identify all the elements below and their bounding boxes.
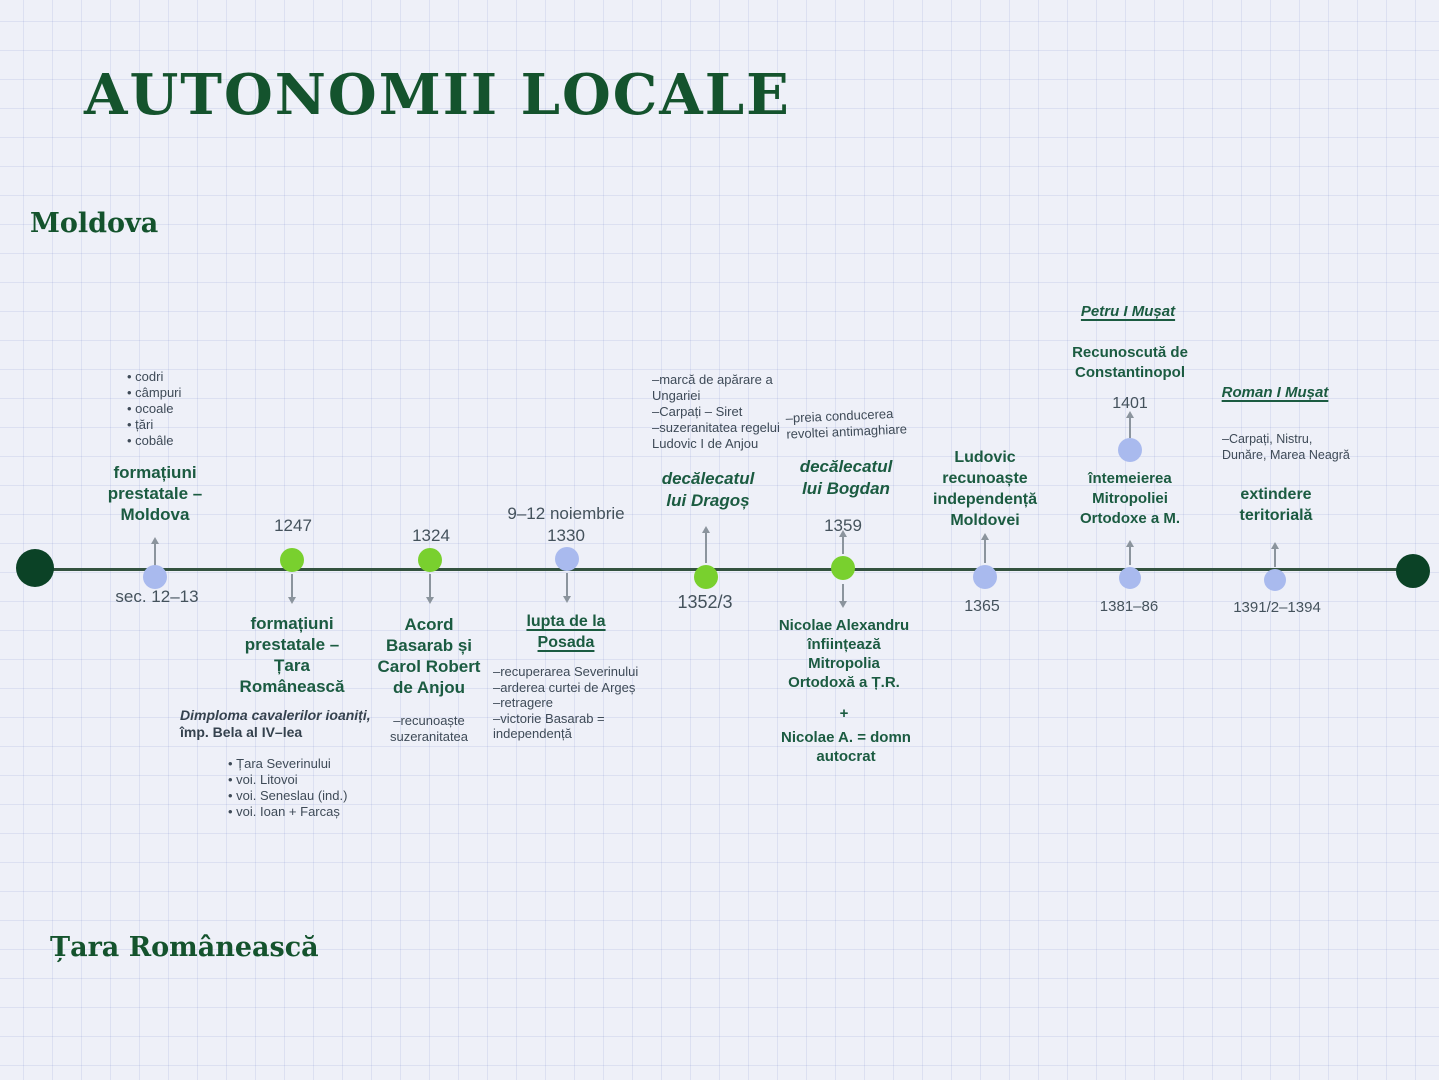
- event-dot: [143, 565, 167, 589]
- event-label: întemeierea Mitropoliei Ortodoxe a M.: [1079, 470, 1181, 527]
- event-label: lupta de la Posada: [526, 613, 606, 651]
- event-dot: [831, 556, 855, 580]
- event-dot: [418, 548, 442, 572]
- event-notes: –recunoaște suzeranitatea: [389, 713, 469, 744]
- plus-sign: +: [839, 705, 849, 722]
- event-label: decălecatul lui Bogdan: [799, 457, 893, 498]
- arrow-down-icon: [842, 584, 844, 602]
- arrow-down-icon: [291, 574, 293, 598]
- ruler-name: Petru I Mușat: [1080, 303, 1176, 320]
- event-label: Acord Basarab și Carol Robert de Anjou: [377, 615, 481, 697]
- timeline-start-dot: [16, 549, 54, 587]
- event-date: 1359: [824, 516, 862, 535]
- event-date: 1365: [964, 598, 1000, 615]
- ruler-name: Roman I Mușat: [1221, 384, 1329, 401]
- event-recognition: Recunoscută de Constantinopol: [1072, 344, 1188, 381]
- arrow-up-icon: [1274, 548, 1276, 567]
- event-label: Ludovic recunoaște independență Moldovei: [932, 449, 1038, 529]
- timeline-end-dot: [1396, 554, 1430, 588]
- arrow-up-icon: [705, 532, 707, 563]
- event-notes: –marcă de apărare a Ungariei –Carpați – …: [652, 372, 780, 451]
- event-date: 1324: [412, 526, 450, 545]
- event-notes: –preia conducerea revoltei antimaghiare: [785, 405, 908, 442]
- arrow-down-icon: [566, 573, 568, 597]
- arrow-up-icon: [154, 543, 156, 568]
- arrow-up-icon: [984, 539, 986, 563]
- arrow-down-icon: [429, 574, 431, 598]
- arrow-up-icon: [842, 536, 844, 554]
- event-dot: [555, 547, 579, 571]
- region-label-tara-romaneasca: Țara Românească: [50, 932, 319, 963]
- floating-dot: [1118, 438, 1142, 462]
- event-label: formațiuni prestatale – Moldova: [107, 463, 203, 524]
- event-sublabel: Nicolae Alexandru înființează Mitropolia…: [778, 617, 910, 691]
- event-label: formațiuni prestatale – Țara Românească: [239, 614, 345, 696]
- timeline-axis: [35, 568, 1413, 571]
- event-dot: [973, 565, 997, 589]
- event-source-title: Dimploma cavalerilor ioaniți,: [180, 707, 371, 723]
- event-notes: –recuperarea Severinului –arderea curtei…: [493, 664, 639, 741]
- event-notes: • codri • câmpuri • ocoale • țări • cobâ…: [127, 369, 182, 448]
- event-date-top: 1401: [1112, 395, 1148, 412]
- event-dot: [694, 565, 718, 589]
- event-dot: [280, 548, 304, 572]
- event-notes: –Carpați, Nistru, Dunăre, Marea Neagră: [1222, 432, 1350, 462]
- event-date: 1391/2–1394: [1233, 599, 1321, 616]
- event-date: 9–12 noiembrie 1330: [507, 504, 625, 545]
- event-date: sec. 12–13: [115, 587, 199, 606]
- event-date: 1352/3: [677, 592, 733, 612]
- event-date: 1247: [274, 516, 312, 535]
- event-dot: [1264, 569, 1286, 591]
- event-date: 1381–86: [1099, 598, 1159, 615]
- event-label: extindere teritorială: [1239, 486, 1313, 524]
- event-source-author: împ. Bela al IV–lea: [180, 724, 303, 740]
- arrow-up-icon: [1129, 546, 1131, 565]
- page-title: AUTONOMII LOCALE: [84, 62, 791, 128]
- event-notes: • Țara Severinului • voi. Litovoi • voi.…: [228, 756, 348, 819]
- event-label: decălecatul lui Dragoș: [661, 469, 755, 510]
- event-sublabel-2: Nicolae A. = domn autocrat: [781, 729, 911, 765]
- event-source: Dimploma cavalerilor ioaniți, împ. Bela …: [180, 707, 371, 741]
- event-dot: [1119, 567, 1141, 589]
- arrow-up-icon: [1129, 417, 1131, 438]
- region-label-moldova: Moldova: [30, 208, 159, 239]
